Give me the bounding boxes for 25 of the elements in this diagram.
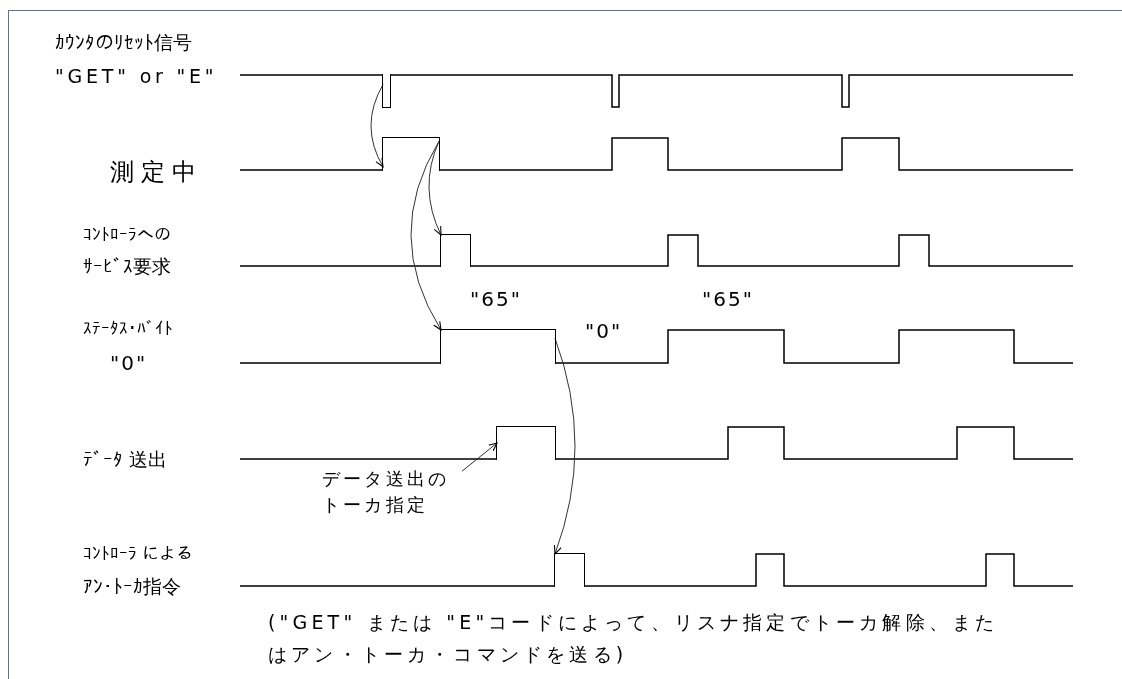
signal-label: ｽﾃｰﾀｽ･ﾊﾞｲﾄ xyxy=(83,317,173,340)
signal-label: "0" xyxy=(110,350,148,377)
signal-label: ｻｰﾋﾞｽ要求 xyxy=(83,254,171,279)
arrow xyxy=(370,84,384,168)
signal-label: ｺﾝﾄﾛｰﾗ による xyxy=(83,542,194,565)
value-label: "0" xyxy=(585,318,623,345)
signal-label: ｶｳﾝﾀのﾘｾｯﾄ信号 xyxy=(55,30,192,55)
signal-label: 測定中 xyxy=(110,157,204,188)
pulse xyxy=(554,553,585,587)
note-text: ("GET" または "E"コードによって、リスナ指定でトーカ解除、またはアン・トーカ・コマンドを送る) xyxy=(268,610,1000,667)
arrow xyxy=(428,140,442,236)
pulse xyxy=(382,137,440,171)
signal-label: ｺﾝﾄﾛｰﾗへの xyxy=(83,223,171,246)
pulse xyxy=(382,74,391,108)
signal-label: ｱﾝ･ﾄｰｶ指令 xyxy=(83,574,181,599)
value-label: "65" xyxy=(702,286,754,313)
leader-line xyxy=(461,442,498,472)
signal-label: "GET" or "E" xyxy=(55,64,218,89)
arrow xyxy=(410,140,442,331)
callout-text: データ送出のトーカ指定 xyxy=(322,467,451,517)
signal-label: ﾃﾞｰﾀ 送出 xyxy=(83,447,168,472)
pulse xyxy=(496,426,556,460)
pulse xyxy=(440,234,471,267)
pulse xyxy=(440,329,556,364)
value-label: "65" xyxy=(470,286,522,313)
